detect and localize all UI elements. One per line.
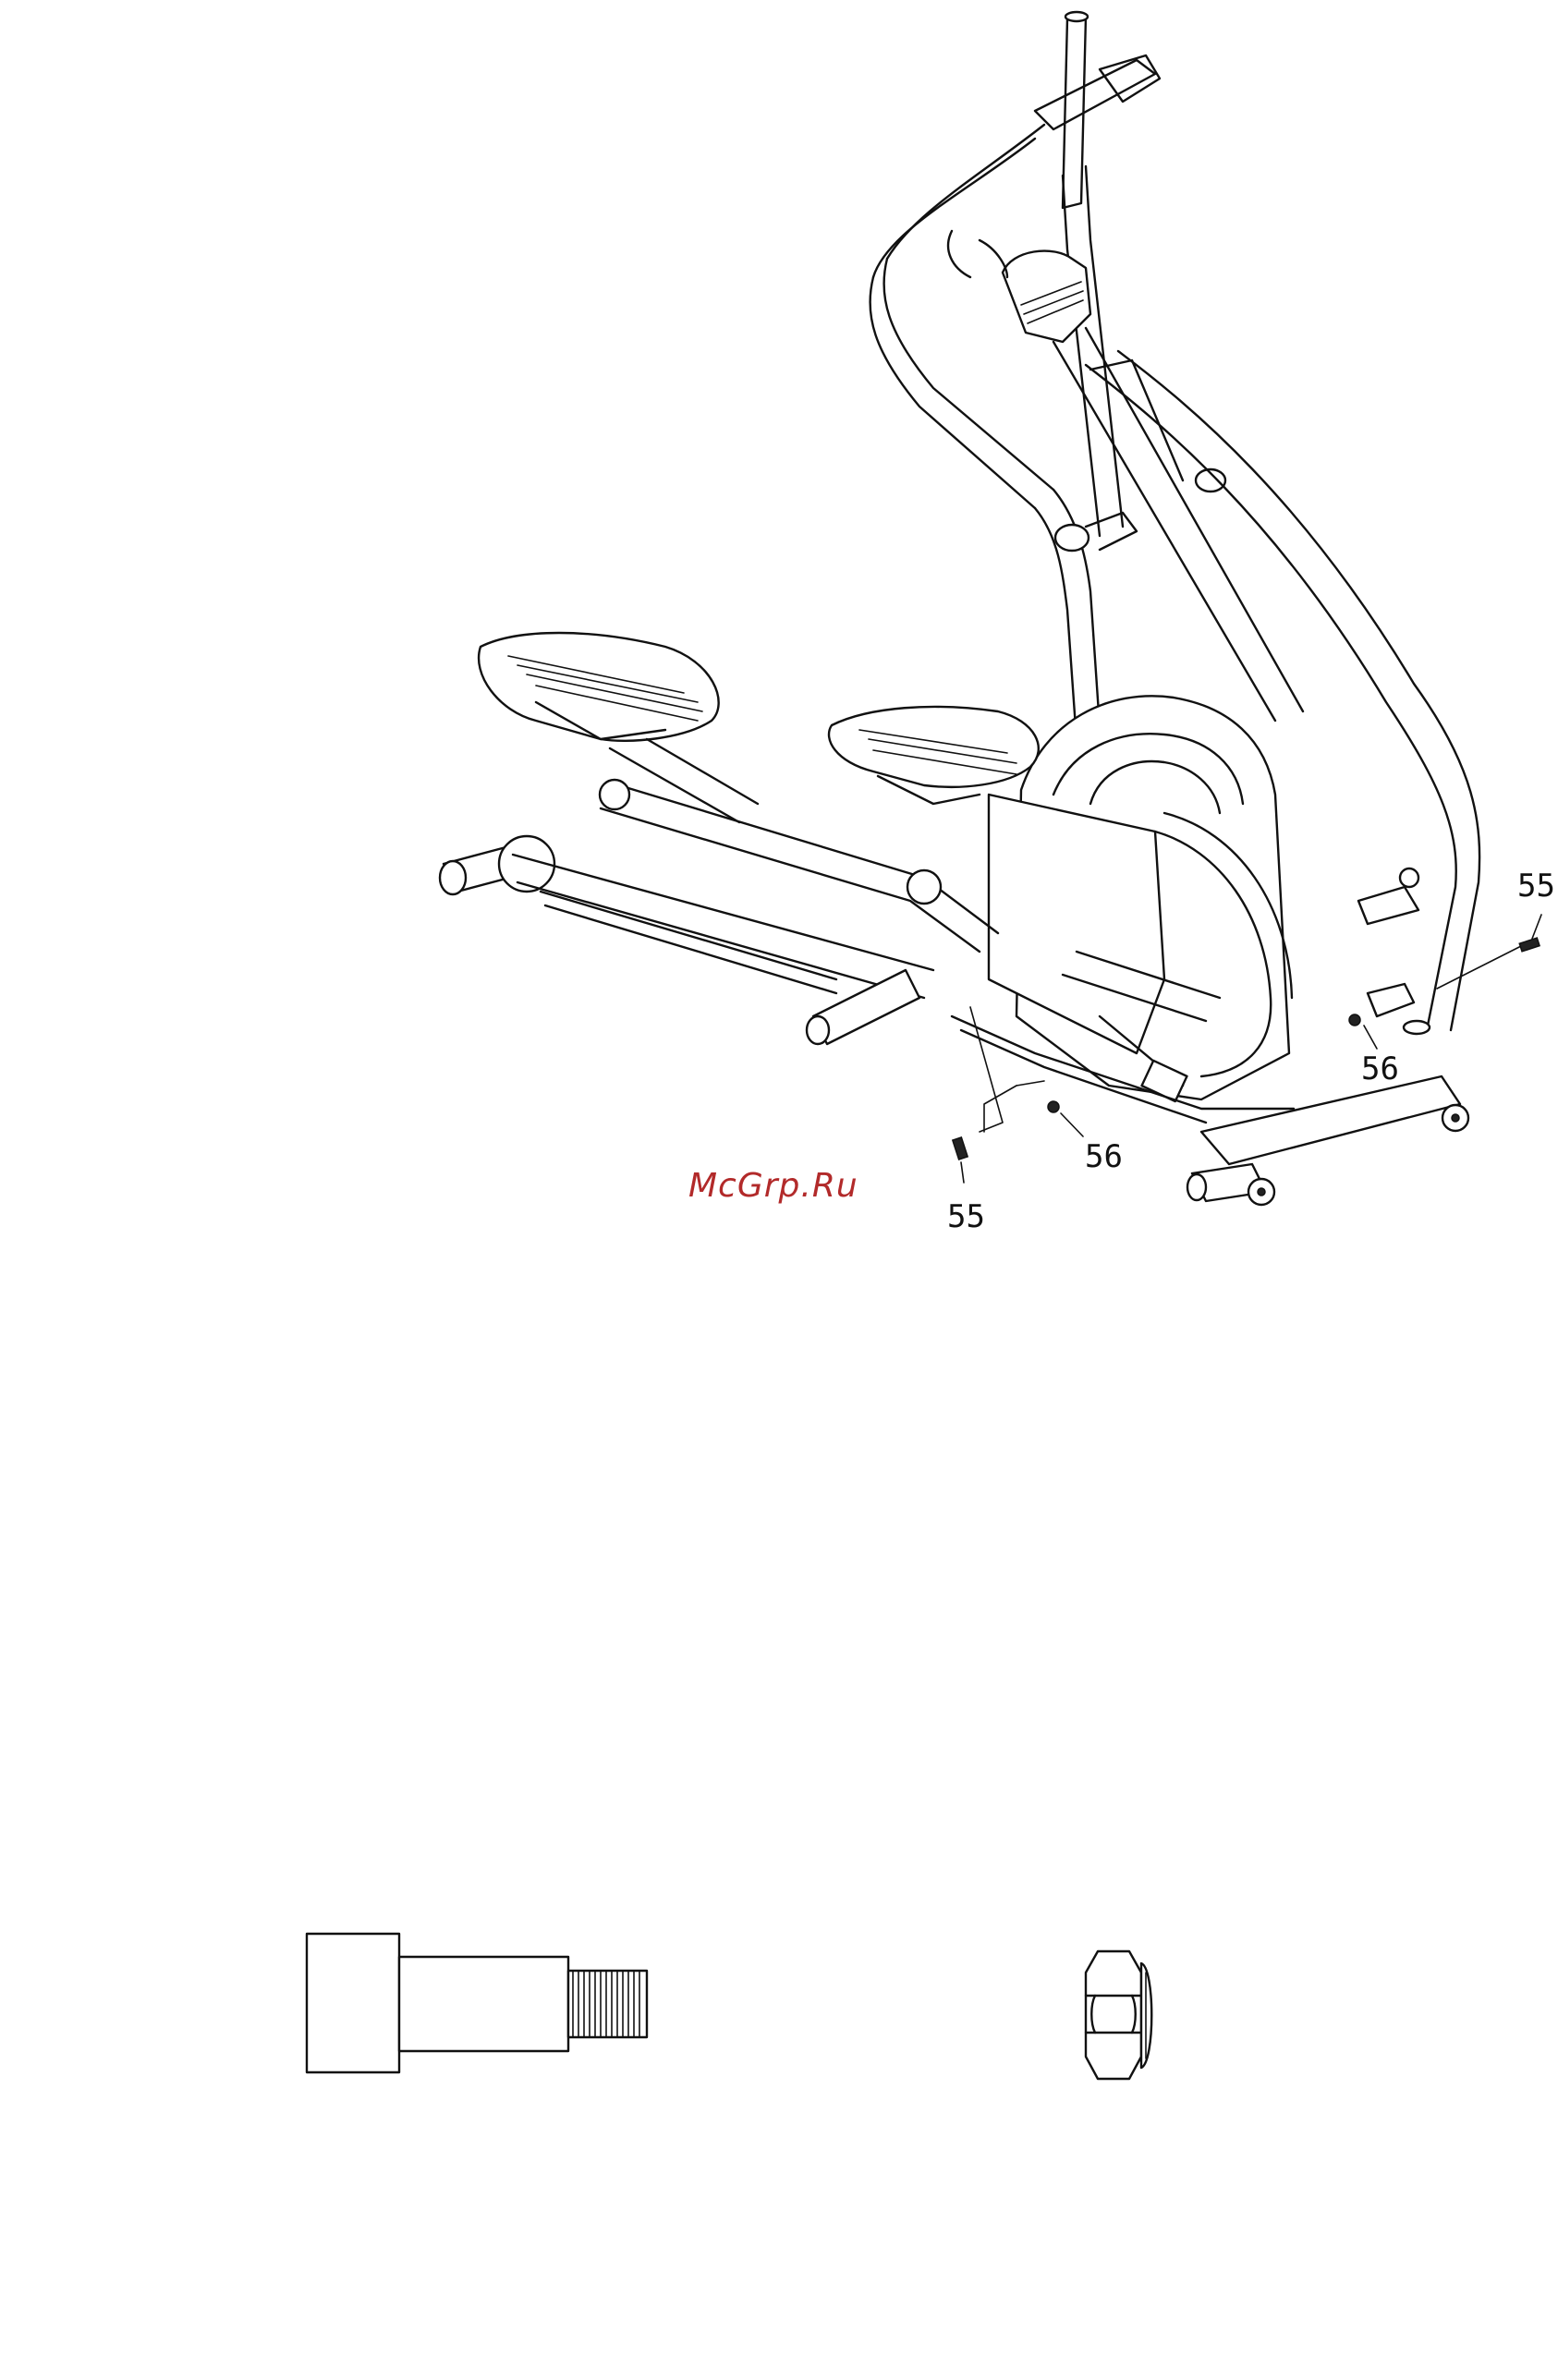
- right-pedal-assembly: [829, 707, 1039, 804]
- console-bracket: [948, 231, 1090, 342]
- callout-55-right: 55: [1517, 868, 1555, 905]
- watermark: McGrp.Ru: [688, 1167, 858, 1205]
- rails-and-base: [440, 836, 1468, 1205]
- callout-56-right: 56: [1361, 1050, 1399, 1087]
- left-pedal-assembly: [479, 633, 998, 952]
- elliptical-trainer: [440, 12, 1479, 1205]
- callout-55-left: 55: [947, 1198, 985, 1235]
- nut-detail: [1086, 1951, 1151, 2079]
- bolt-detail: [307, 1934, 647, 2072]
- callout-56-left: 56: [1085, 1138, 1123, 1175]
